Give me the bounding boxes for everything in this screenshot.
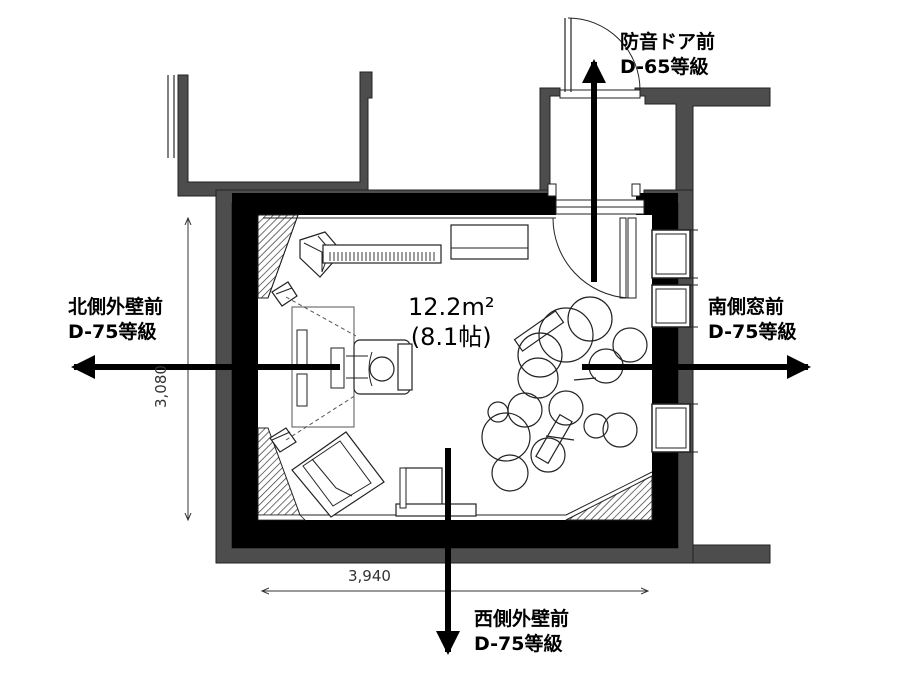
west-label-position: 西側外壁前: [474, 608, 570, 630]
height-dimension: 3,080: [152, 365, 170, 408]
acoustic-panels: [257, 214, 653, 521]
furniture-top: [299, 224, 529, 278]
door-label: 防音ドア前 D-65等級: [620, 30, 715, 80]
door-label-position: 防音ドア前: [620, 31, 716, 53]
measurement-arrows: [71, 59, 811, 655]
north-label-position: 北側外壁前: [68, 296, 164, 318]
north-label: 北側外壁前 D-75等級: [68, 295, 163, 345]
south-label-rating: D-75等級: [708, 321, 797, 343]
furniture-bottom: [291, 431, 477, 518]
door-label-rating: D-65等級: [620, 56, 709, 78]
desk-area: [269, 281, 413, 453]
west-label-rating: D-75等級: [474, 633, 563, 655]
north-label-rating: D-75等級: [68, 321, 157, 343]
width-dimension: 3,940: [348, 567, 391, 585]
room-area: 12.2m² (8.1帖): [408, 292, 494, 352]
soundproof-door: [547, 17, 645, 299]
drum-kit: [481, 296, 648, 492]
south-windows: [651, 229, 698, 453]
west-label: 西側外壁前 D-75等級: [474, 607, 569, 657]
south-label: 南側窓前 D-75等級: [708, 295, 796, 345]
south-label-position: 南側窓前: [708, 296, 785, 318]
room-area-tatami: (8.1帖): [410, 323, 492, 351]
adjoining-walls: [167, 71, 373, 197]
room-area-sqm: 12.2m²: [408, 293, 495, 321]
